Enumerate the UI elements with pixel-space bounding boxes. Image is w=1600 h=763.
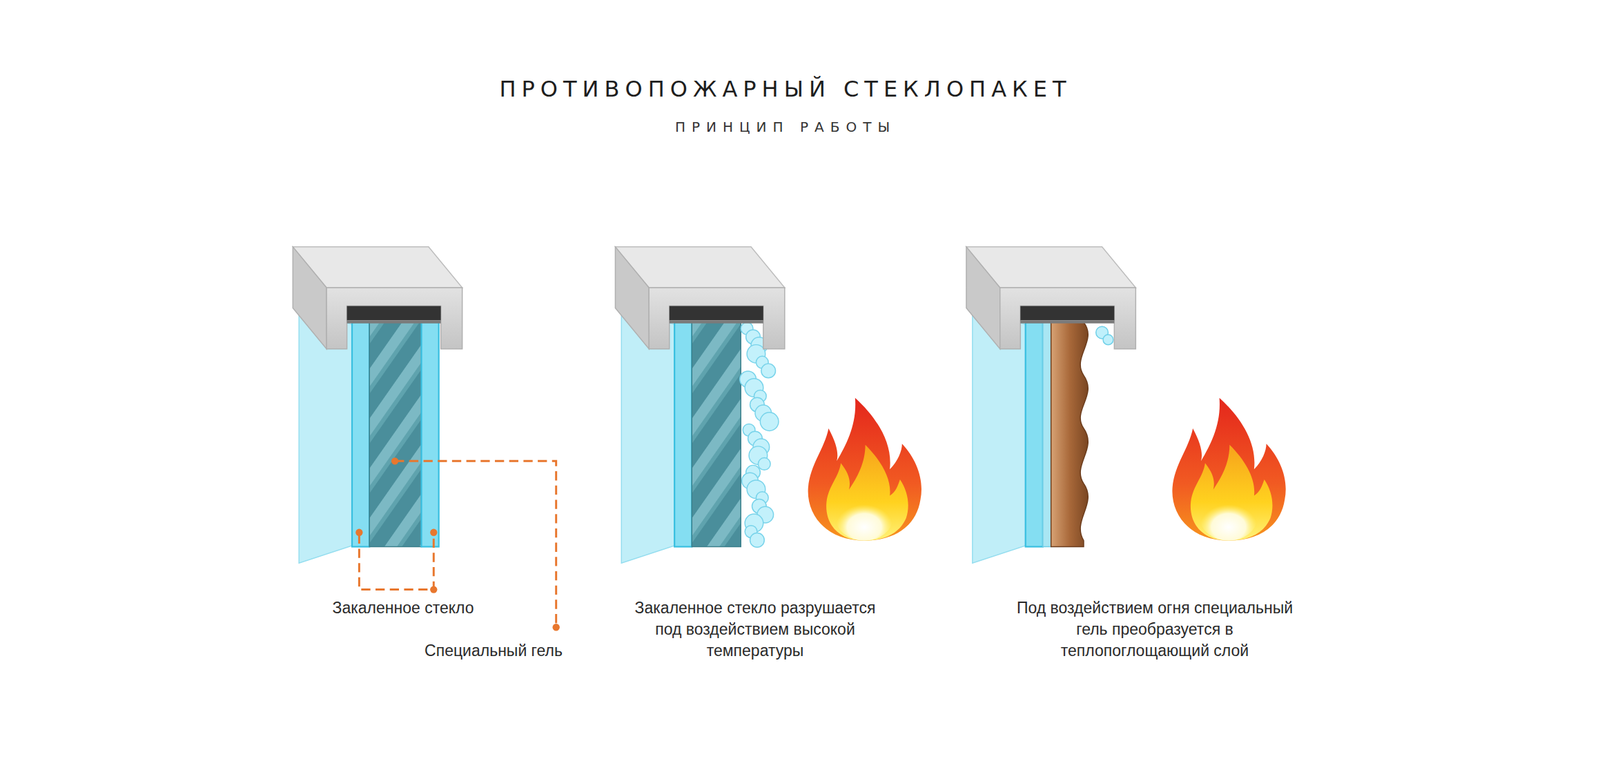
bubble xyxy=(761,363,776,379)
part-label: Закаленное стекло xyxy=(332,597,475,620)
fire xyxy=(808,398,922,542)
part-label: Специальный гель xyxy=(424,640,563,662)
step-caption: Закаленное стекло разрушается под воздей… xyxy=(620,597,890,662)
glass-unit-intact xyxy=(292,247,462,564)
glass-unit-protected xyxy=(966,247,1136,564)
bubble xyxy=(759,412,779,432)
glass-unit-breaking xyxy=(615,247,785,564)
fire xyxy=(1172,398,1286,542)
bubble xyxy=(750,533,765,549)
title: ПРОТИВОПОЖАРНЫЙ СТЕКЛОПАКЕТ xyxy=(499,75,1072,103)
step-caption: Под воздействием огня специальный гель п… xyxy=(1002,597,1307,662)
bubble xyxy=(757,458,771,471)
subtitle: ПРИНЦИП РАБОТЫ xyxy=(675,118,896,136)
